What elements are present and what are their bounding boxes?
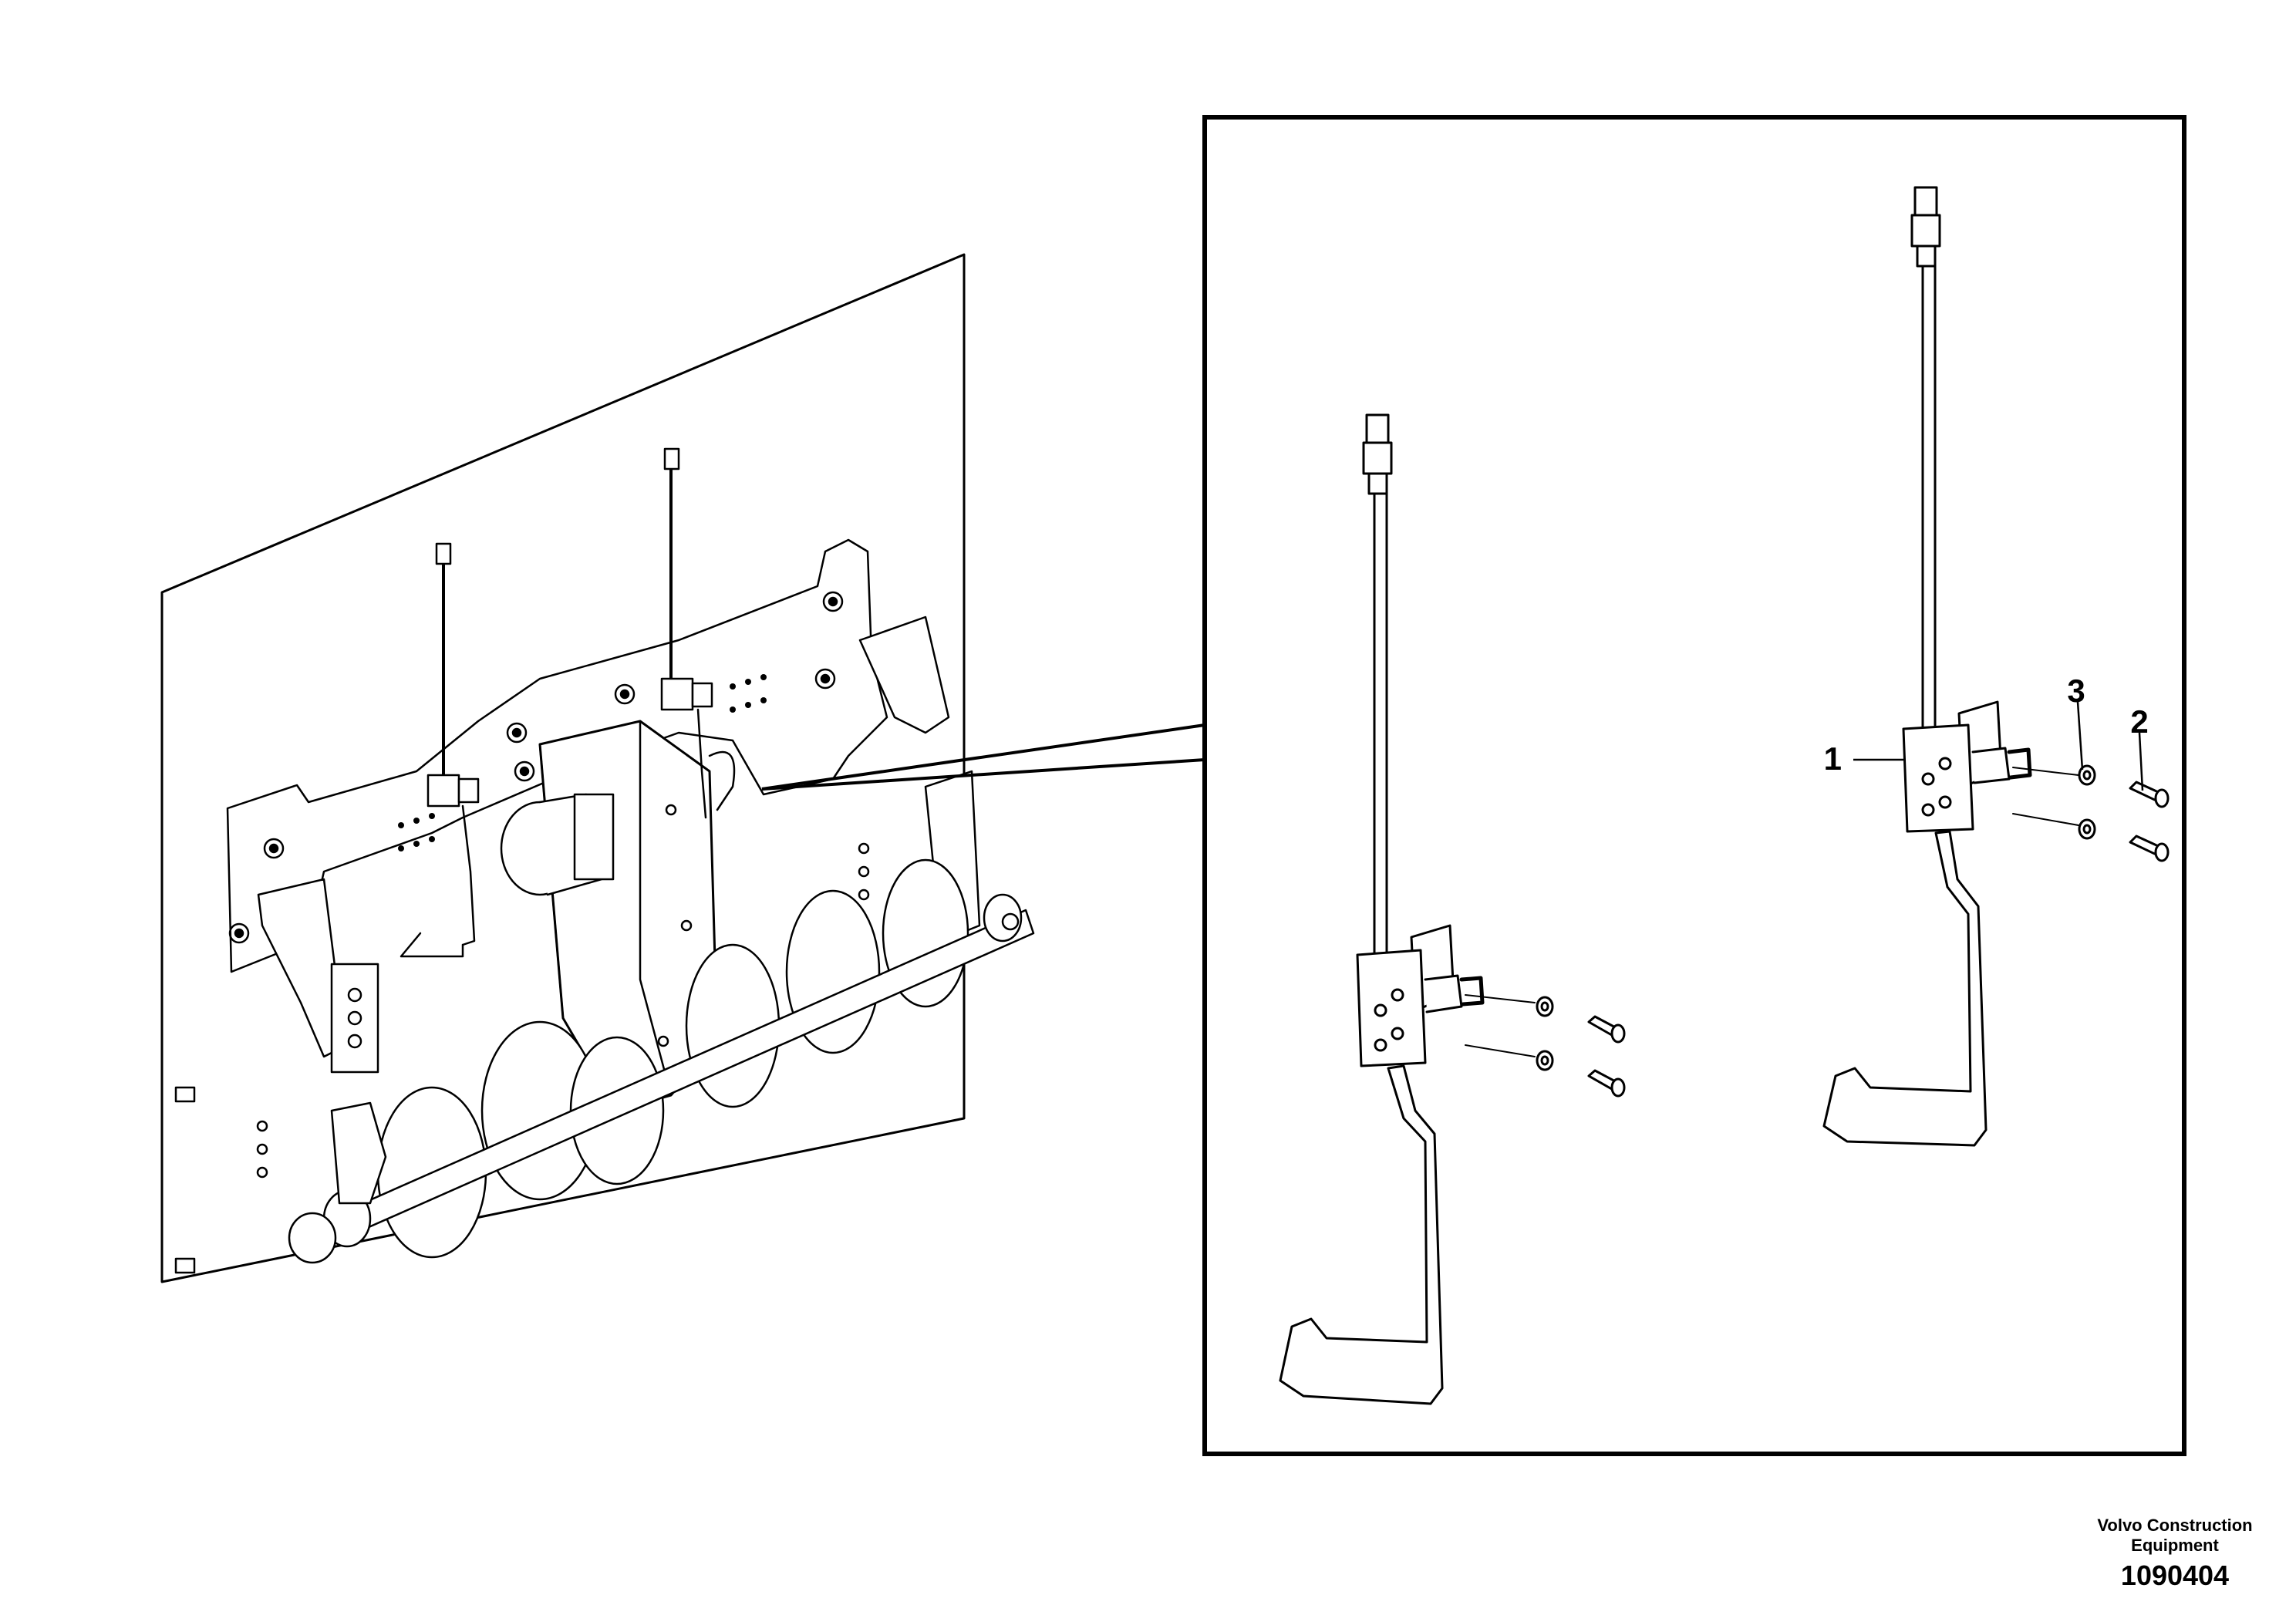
trip-lever-left: [1279, 1064, 1444, 1405]
detail-switch-left: [1279, 413, 1626, 1405]
frame-holes: [398, 674, 767, 851]
detail-box: [1202, 115, 2186, 1456]
assembly-switch-left: [400, 542, 480, 958]
right-support-arm: [858, 615, 950, 734]
sensor-body-left: [1356, 949, 1427, 1067]
callout-2: 2: [2130, 703, 2148, 740]
company-name-line2: Equipment: [2131, 1536, 2219, 1555]
assembly-switch-right: [660, 447, 713, 819]
overall-assembly-view: [160, 253, 1035, 1283]
callout-3: 3: [2067, 673, 2085, 709]
detail-switch-right: [1822, 186, 2170, 1147]
callout-leaders: [1853, 701, 2144, 791]
callout-1: 1: [1824, 740, 1842, 777]
washer: [1536, 996, 1554, 1017]
left-bracket-block: [330, 963, 379, 1074]
company-name-line1: Volvo Construction: [2097, 1516, 2252, 1535]
drawing-number: 1090404: [2121, 1560, 2229, 1591]
panel-holes: [256, 842, 870, 1179]
trip-lever-right: [1822, 830, 1988, 1147]
detail-leader: [761, 723, 1205, 791]
sensor-body-right: [1902, 723, 1974, 833]
